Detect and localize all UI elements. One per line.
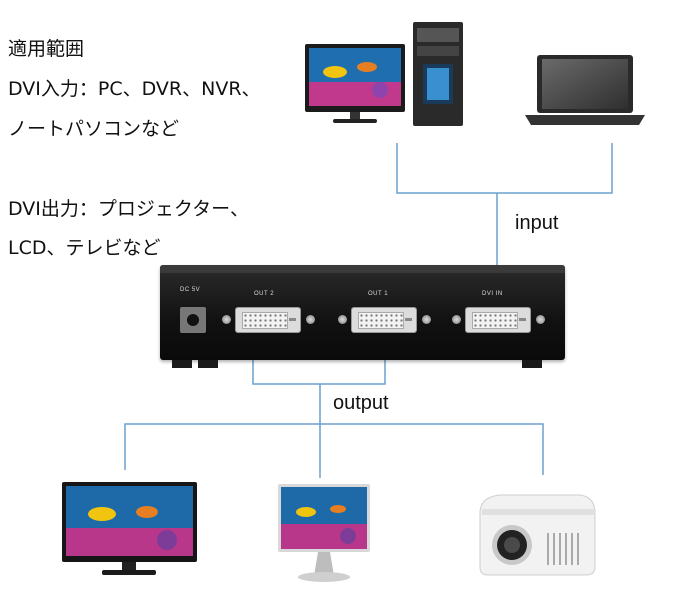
dvi-input-line: DVI入力：PC、DVR、NVR、 <box>8 78 261 100</box>
dvi-output-line: DVI出力：プロジェクター、 <box>8 198 249 220</box>
desktop-pc-icon <box>305 22 463 126</box>
dvi-port-in <box>465 307 531 333</box>
monitor-icon <box>278 484 370 582</box>
tv-icon <box>62 482 197 575</box>
out1-label: OUT 1 <box>368 291 389 297</box>
out2-label: OUT 2 <box>254 291 275 297</box>
dvi-splitter-device: DC 5V OUT 2 OUT 1 DVI IN <box>160 265 565 368</box>
output-devices-line: LCD、テレビなど <box>8 237 161 259</box>
dc-port-label: DC 5V <box>180 287 201 293</box>
output-label: output <box>333 392 389 414</box>
laptop-icon <box>525 55 645 125</box>
dc-jack <box>180 307 206 333</box>
input-label: input <box>515 212 559 234</box>
scope-heading: 適用範囲 <box>8 38 85 60</box>
projector-icon <box>479 494 596 576</box>
input-devices-line: ノートパソコンなど <box>8 118 180 140</box>
dvi-port-out1 <box>351 307 417 333</box>
dvi-port-out2 <box>235 307 301 333</box>
dvi-in-label: DVI IN <box>482 291 503 297</box>
